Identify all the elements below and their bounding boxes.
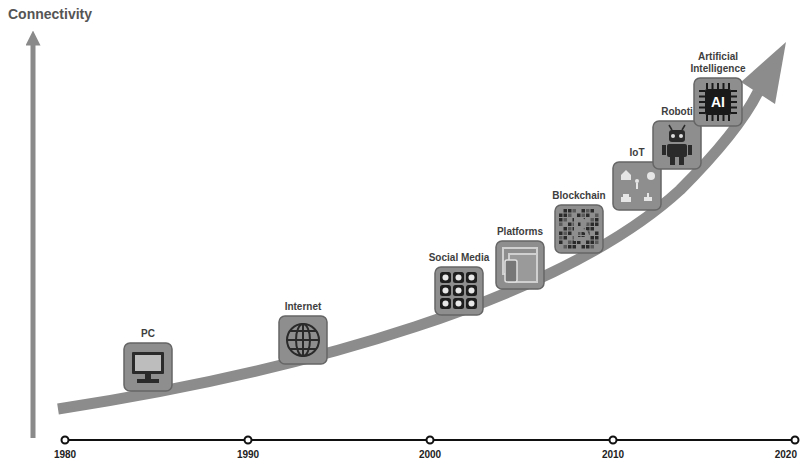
growth-curve (58, 92, 758, 409)
blockchain-node: Blockchain (552, 190, 605, 255)
icon-art (554, 204, 604, 254)
pc-node: PC (123, 328, 173, 393)
icon-art (278, 315, 328, 365)
node-heading: Social Media (429, 252, 490, 264)
node-heading: IoT (630, 147, 645, 159)
node-heading: Roboti (661, 106, 693, 118)
year-label: 2020 (775, 449, 797, 460)
node-heading: Blockchain (552, 190, 605, 202)
icon-tile (554, 204, 604, 254)
node-heading: Artificial Intelligence (682, 51, 754, 74)
icon-art (495, 240, 545, 290)
icon-tile (123, 342, 173, 392)
year-label: 1990 (237, 449, 259, 460)
icon-tile (495, 240, 545, 290)
icon-tile (612, 161, 662, 211)
node-heading: PC (141, 328, 155, 340)
internet-node: Internet (278, 301, 328, 366)
social-media-node: Social Media (429, 252, 490, 317)
time-ticks (62, 437, 799, 444)
icon-art (612, 161, 662, 211)
node-heading: Internet (285, 301, 322, 313)
platforms-node: Platforms (495, 226, 545, 291)
icon-caption: AI (693, 77, 743, 127)
icon-tile (278, 315, 328, 365)
year-label: 1980 (54, 449, 76, 460)
icon-art (652, 120, 702, 170)
year-label: 2010 (602, 449, 624, 460)
y-axis (31, 38, 36, 438)
icon-tile: AI (693, 77, 743, 127)
year-label: 2000 (419, 449, 441, 460)
icon-tile (434, 266, 484, 316)
ai-node: Artificial IntelligenceAI (682, 51, 754, 127)
icon-tile (652, 120, 702, 170)
node-heading: Platforms (497, 226, 543, 238)
icon-art (434, 266, 484, 316)
axis-title: Connectivity (8, 6, 92, 22)
icon-art (123, 342, 173, 392)
curve-arrowhead (741, 42, 786, 104)
